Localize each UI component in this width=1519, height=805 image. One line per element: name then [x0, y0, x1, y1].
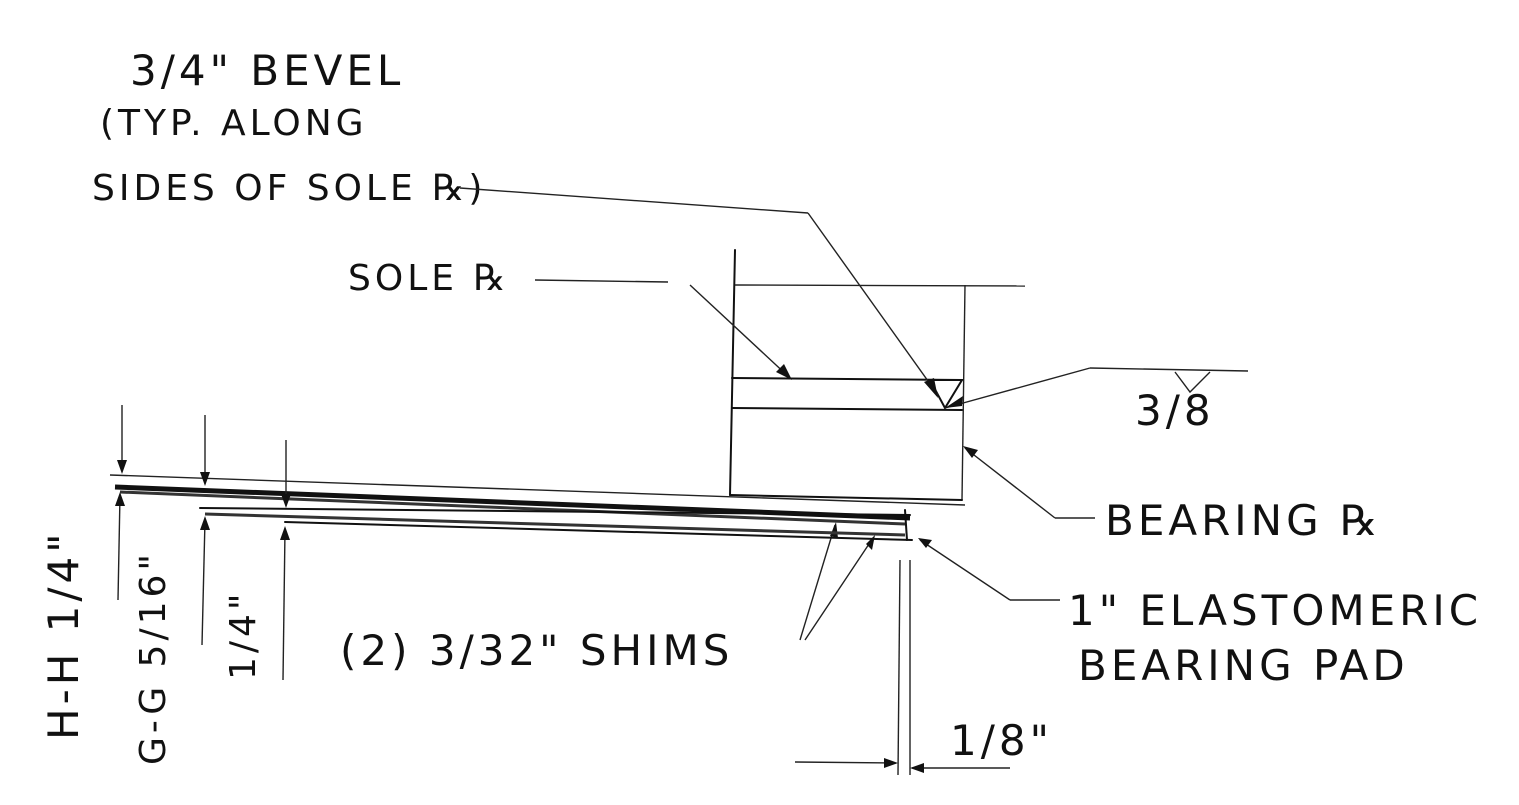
- shims-label: (2) 3/32" SHIMS: [340, 626, 733, 675]
- dim-h-label: H-H 1/4": [39, 529, 88, 740]
- dimension-lines: [115, 405, 1010, 776]
- pad-and-shims: [109, 474, 966, 541]
- sole-plate-label: SOLE ℞: [348, 258, 510, 299]
- dim-eighth-label: 1/8": [950, 716, 1053, 765]
- pad-label-line1: 1" ELASTOMERIC: [1068, 586, 1482, 635]
- plate-block: [729, 249, 1026, 501]
- bevel-label-line3: SIDES OF SOLE ℞): [92, 168, 486, 209]
- weld-symbol: [928, 367, 1249, 411]
- pad-label-line2: BEARING PAD: [1078, 641, 1409, 690]
- dim-quarter-label: 1/4": [223, 590, 264, 681]
- leader-lines: [459, 187, 1095, 641]
- bearing-plate-label: BEARING ℞: [1105, 496, 1382, 545]
- bevel-label-line2: (TYP. ALONG: [100, 103, 368, 144]
- weld-size-label: 3/8: [1135, 386, 1215, 435]
- dim-g-label: G-G 5/16": [133, 550, 174, 765]
- bevel-label-line1: 3/4" BEVEL: [130, 46, 404, 95]
